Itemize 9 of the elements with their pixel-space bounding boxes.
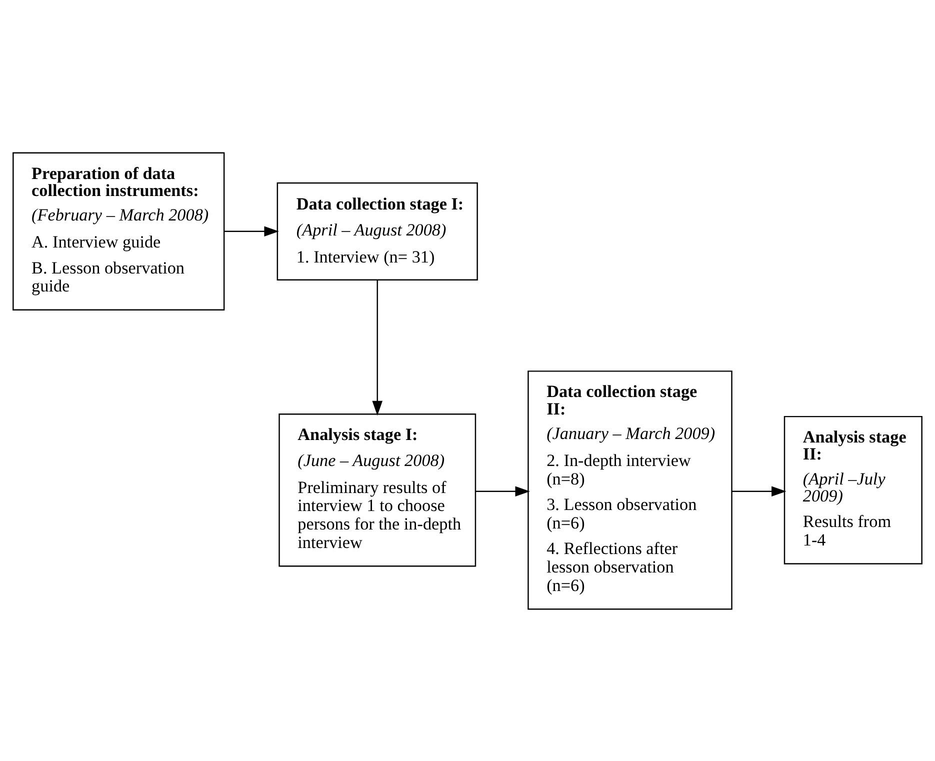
node-box: Preparation of data collection instruments: (February – March 2008) A. Interview guide B. Lesson observation guide [12, 152, 225, 310]
node-box: Analysis stage I: (June – August 2008) Preliminary results of interview 1 to choose persons for the in-depth interview [278, 413, 476, 566]
arrow [372, 280, 383, 416]
arrow [224, 226, 279, 236]
node-box: Analysis stage II: (April –July 2009) Results from 1-4 [784, 415, 922, 564]
node-box: Data collection stage I: (April – August 2008) 1. Interview (n= 31) [276, 182, 478, 280]
arrow [476, 486, 530, 496]
arrow [732, 486, 786, 496]
node-box: Data collection stage II: (January – March 2009) 2. In-depth interview (n=8) 3. Lesson observation (n=6) 4. Reflections after lesson observation (n=6) [528, 370, 732, 610]
